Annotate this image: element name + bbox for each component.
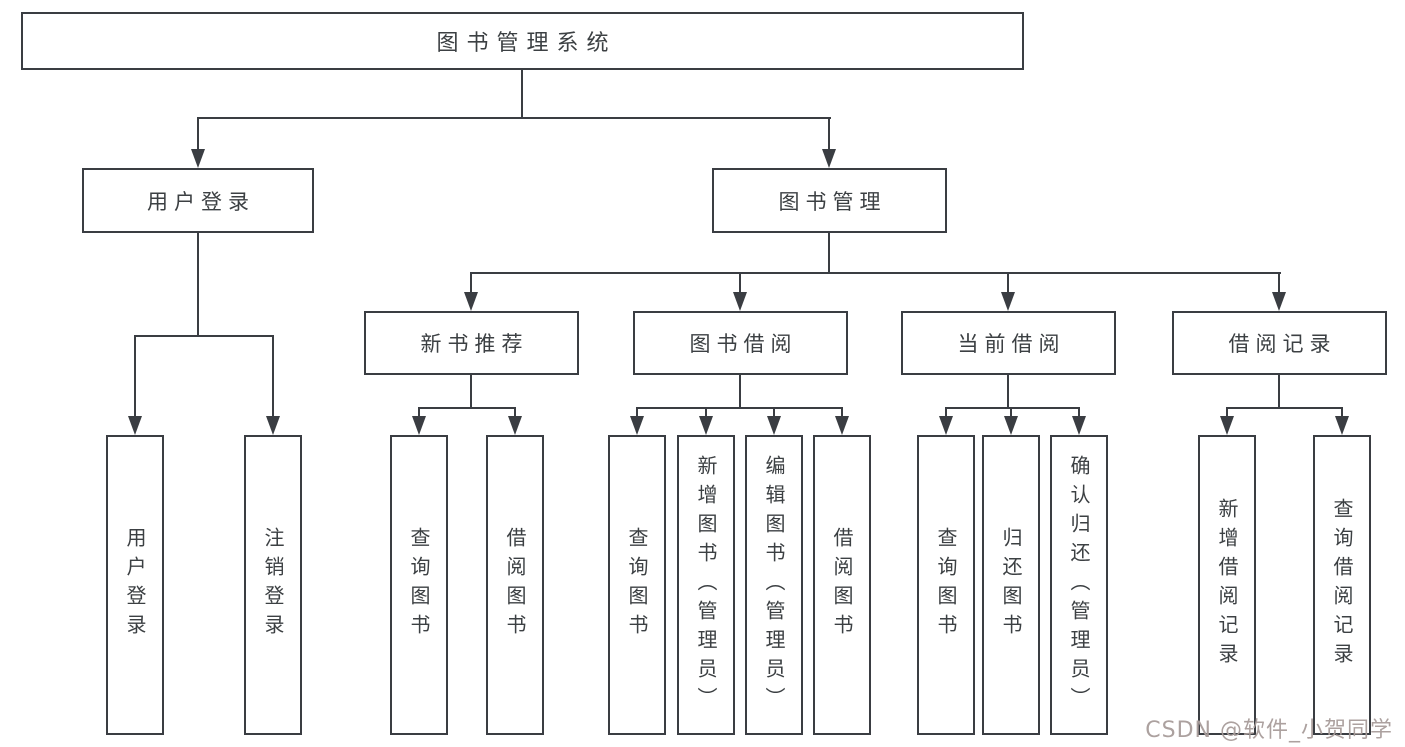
connector-arrow-down [630, 416, 644, 435]
connector-line [945, 407, 1079, 409]
connector-line [1226, 407, 1342, 409]
connector-line [197, 232, 199, 336]
leaf-user-login: 用户登录 [106, 435, 164, 735]
connector-arrow-down [767, 416, 781, 435]
node-library-management-system: 图书管理系统 [21, 12, 1024, 70]
node-book-management: 图书管理 [712, 168, 947, 233]
connector-line [470, 272, 472, 294]
connector-arrow-down [835, 416, 849, 435]
node-user-login: 用户登录 [82, 168, 314, 233]
leaf-add-borrow-record: 新增借阅记录 [1198, 435, 1256, 735]
leaf-query-books-current: 查询图书 [917, 435, 975, 735]
connector-arrow-down [266, 416, 280, 435]
connector-arrow-down [1335, 416, 1349, 435]
connector-line [705, 407, 707, 417]
connector-line [470, 375, 472, 409]
connector-line [1007, 272, 1009, 294]
connector-arrow-down [508, 416, 522, 435]
connector-line [828, 233, 830, 274]
leaf-borrow-books-recommend: 借阅图书 [486, 435, 544, 735]
node-borrowing-records: 借阅记录 [1172, 311, 1387, 375]
leaf-confirm-return-admin: 确认归还（管理员） [1050, 435, 1108, 735]
connector-line [828, 117, 830, 150]
connector-line [1007, 375, 1009, 409]
leaf-logout: 注销登录 [244, 435, 302, 735]
node-new-book-recommendation: 新书推荐 [364, 311, 579, 375]
connector-arrow-down [128, 416, 142, 435]
connector-arrow-down [699, 416, 713, 435]
connector-arrow-down [822, 149, 836, 168]
connector-line [1341, 407, 1343, 417]
csdn-watermark: CSDN @软件_小贺同学 [1145, 718, 1393, 743]
connector-line [1226, 407, 1228, 417]
connector-line [945, 407, 947, 417]
connector-line [197, 117, 199, 150]
node-current-borrowing: 当前借阅 [901, 311, 1116, 375]
connector-arrow-down [1004, 416, 1018, 435]
connector-arrow-down [733, 292, 747, 311]
connector-line [1010, 407, 1012, 417]
connector-line [134, 335, 274, 337]
connector-arrow-down [1220, 416, 1234, 435]
connector-line [773, 407, 775, 417]
connector-line [272, 335, 274, 416]
connector-line [198, 117, 831, 119]
connector-arrow-down [1072, 416, 1086, 435]
leaf-return-books: 归还图书 [982, 435, 1040, 735]
connector-line [739, 375, 741, 409]
connector-line [514, 407, 516, 417]
connector-arrow-down [464, 292, 478, 311]
connector-arrow-down [191, 149, 205, 168]
connector-line [636, 407, 638, 417]
connector-arrow-down [1272, 292, 1286, 311]
connector-line [841, 407, 843, 417]
leaf-add-books-admin: 新增图书（管理员） [677, 435, 735, 735]
leaf-borrow-books: 借阅图书 [813, 435, 871, 735]
leaf-edit-books-admin: 编辑图书（管理员） [745, 435, 803, 735]
connector-line [1078, 407, 1080, 417]
connector-line [418, 407, 420, 417]
leaf-query-books-recommend: 查询图书 [390, 435, 448, 735]
leaf-query-books-borrow: 查询图书 [608, 435, 666, 735]
connector-line [636, 407, 843, 409]
leaf-query-borrow-record: 查询借阅记录 [1313, 435, 1371, 735]
connector-line [470, 272, 1281, 274]
connector-line [739, 272, 741, 294]
node-book-borrowing: 图书借阅 [633, 311, 848, 375]
connector-line [1278, 272, 1280, 294]
connector-arrow-down [939, 416, 953, 435]
connector-line [521, 68, 523, 118]
connector-line [1278, 375, 1280, 409]
connector-arrow-down [1001, 292, 1015, 311]
connector-line [134, 335, 136, 416]
connector-line [418, 407, 516, 409]
connector-arrow-down [412, 416, 426, 435]
